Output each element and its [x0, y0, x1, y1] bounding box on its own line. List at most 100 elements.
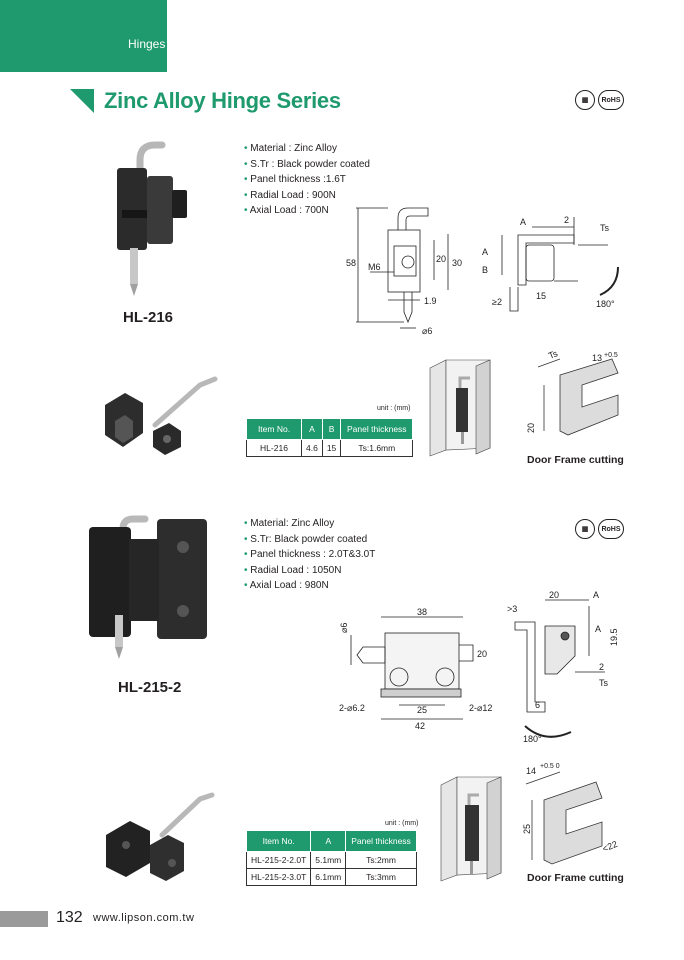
model-name: HL-216: [123, 309, 174, 326]
series-title-row: Zinc Alloy Hinge Series: [70, 86, 341, 116]
hl216-parts-photo: [105, 376, 218, 455]
hl215-cutout-drawing: 14 +0.5 0 25 <22: [522, 763, 619, 865]
cutout-height: 20: [526, 423, 536, 433]
dim-20: 20: [477, 649, 487, 659]
hl215-side-drawing: 20 A >3 A 19.5 2 Ts 6 180°: [507, 590, 619, 744]
dim-r2: 2: [599, 662, 604, 672]
section-tab: Hinges: [0, 0, 167, 72]
spec-item: Radial Load : 1050N: [244, 563, 375, 579]
dim-hole-12: 2-⌀12: [469, 703, 492, 713]
spec-item: Material: Zinc Alloy: [244, 516, 375, 532]
unit-note: unit : (mm): [385, 820, 419, 827]
hl216-installed-illustration: [429, 359, 491, 457]
dim-phi6: ⌀6: [339, 623, 349, 633]
dim-phi6: ⌀6: [422, 326, 432, 336]
dim-30: 30: [452, 258, 462, 268]
cutout-width: 13: [592, 353, 602, 363]
spec-table: Item No. A Panel thickness HL-215-2-2.0T…: [245, 830, 417, 886]
hl215-product-photo: [89, 515, 207, 659]
table-cell: 15: [321, 439, 342, 457]
section-tab-label: Hinges: [128, 37, 166, 51]
spec-item: Axial Load : 980N: [244, 578, 375, 594]
table-header-cell: Item No.: [245, 830, 312, 852]
table-row: HL-215-2-3.0T 6.1mm Ts:3mm: [245, 868, 417, 886]
hl215-front-drawing: 38 ⌀6 20 25 42 2-⌀6.2 2-⌀12: [339, 607, 492, 731]
table-header-cell: Panel thickness: [345, 830, 417, 852]
table-cell: 4.6: [301, 439, 323, 457]
footer-bar: [0, 911, 48, 927]
spec-item: Panel thickness :1.6T: [244, 172, 370, 188]
dim-a: A: [520, 217, 526, 227]
page-number: 132: [56, 909, 83, 926]
dim-180: 180°: [596, 299, 615, 309]
dim-hole-6-2: 2-⌀6.2: [339, 703, 365, 713]
dim-2: 2: [564, 215, 569, 225]
table-cell: Ts:2mm: [345, 851, 417, 869]
spec-item: S.Tr : Black powder coated: [244, 157, 370, 173]
cutout-ts: Ts: [547, 348, 560, 361]
dim-58: 58: [346, 258, 356, 268]
table-header-row: Item No. A B Panel thickness: [246, 418, 414, 440]
dim-42: 42: [415, 721, 425, 731]
factory-cert-icon: ▦: [575, 90, 595, 110]
dim-1-9: 1.9: [424, 296, 437, 306]
dim-g3: >3: [507, 604, 517, 614]
dim-180: 180°: [523, 734, 542, 744]
spec-item: Axial Load : 700N: [244, 203, 370, 219]
dim-ts: Ts: [600, 223, 610, 233]
dim-19-5: 19.5: [609, 628, 619, 646]
table-cell: HL-216: [246, 439, 302, 457]
spec-item: Material : Zinc Alloy: [244, 141, 370, 157]
website-link[interactable]: www.lipson.com.tw: [93, 912, 195, 924]
table-cell: Ts:1.6mm: [340, 439, 414, 457]
hl215-parts-photo: [106, 792, 215, 881]
cutout-width-tol: +0.5 0: [540, 763, 560, 770]
cutout-width: 14: [526, 766, 536, 776]
dim-a-side: A: [482, 247, 488, 257]
cutout-thickness: <22: [601, 839, 619, 854]
factory-cert-icon: ▦: [575, 519, 595, 539]
dim-15: 15: [536, 291, 546, 301]
door-frame-label: Door Frame cutting: [527, 454, 624, 466]
table-header-row: Item No. A Panel thickness: [245, 830, 417, 852]
cutout-width-tol: +0.5: [604, 352, 618, 359]
hl216-side-drawing: A 2 Ts A B 15 ≥2 180°: [482, 215, 619, 312]
page-title: Zinc Alloy Hinge Series: [104, 88, 341, 113]
dim-ra: A: [593, 590, 599, 600]
dim-ge2: ≥2: [492, 297, 502, 307]
dim-r20: 20: [549, 590, 559, 600]
rotation-arrow-icon: [599, 266, 619, 296]
dim-m6: M6: [368, 262, 381, 272]
model-name: HL-215-2: [118, 679, 182, 696]
door-frame-label: Door Frame cutting: [527, 872, 624, 884]
spec-item: S.Tr: Black powder coated: [244, 532, 375, 548]
table-header-cell: B: [321, 418, 342, 440]
hl216-product-photo: [117, 141, 187, 296]
dim-r6: 6: [535, 700, 540, 710]
table-header-cell: Panel thickness: [340, 418, 414, 440]
spec-list: Material : Zinc Alloy S.Tr : Black powde…: [244, 141, 370, 219]
table-cell: 6.1mm: [310, 868, 347, 886]
table-cell: HL-215-2-3.0T: [245, 868, 312, 886]
dim-20: 20: [436, 254, 446, 264]
cutout-height: 25: [522, 824, 532, 834]
hl216-cutout-drawing: Ts 13 +0.5 20: [526, 348, 619, 436]
table-header-cell: Item No.: [246, 418, 302, 440]
certification-badges-2: ▦ RoHS: [575, 519, 624, 539]
dim-rts: Ts: [599, 678, 609, 688]
rohs-badge: RoHS: [598, 90, 624, 110]
dim-38: 38: [417, 607, 427, 617]
dim-b: B: [482, 265, 488, 275]
spec-table: Item No. A B Panel thickness HL-216 4.6 …: [246, 418, 414, 457]
dim-25: 25: [417, 705, 427, 715]
certification-badges-1: ▦ RoHS: [575, 90, 624, 110]
table-header-cell: A: [301, 418, 323, 440]
hl215-installed-illustration: [440, 776, 502, 882]
rohs-badge: RoHS: [598, 519, 624, 539]
spec-item: Radial Load : 900N: [244, 188, 370, 204]
unit-note: unit : (mm): [377, 405, 411, 412]
title-marker-icon: [70, 89, 94, 113]
table-header-cell: A: [310, 830, 347, 852]
table-row: HL-216 4.6 15 Ts:1.6mm: [246, 439, 414, 457]
table-cell: HL-215-2-2.0T: [245, 851, 312, 869]
